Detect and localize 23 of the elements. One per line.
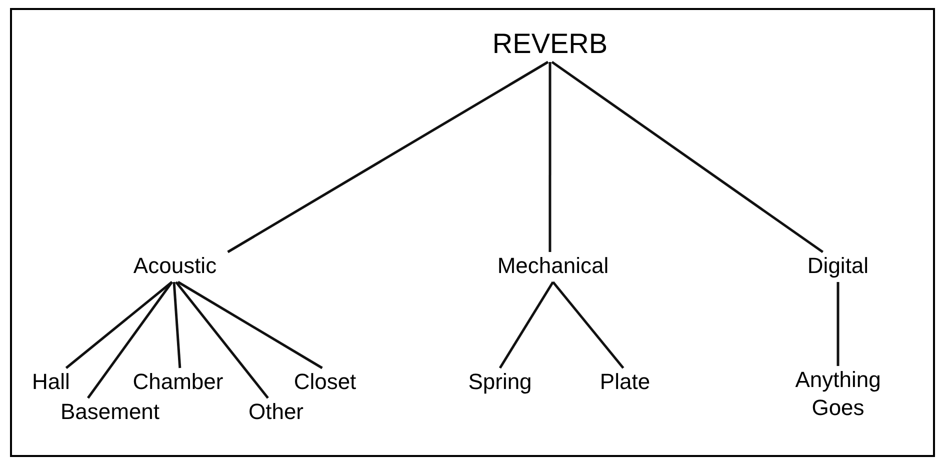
node-label: Acoustic (133, 252, 217, 280)
node-label: Mechanical (497, 252, 609, 280)
connector-line (548, 62, 552, 252)
connector-line (86, 281, 174, 399)
node-label: REVERB (492, 27, 608, 61)
connector-line (175, 281, 269, 399)
node-label: Hall (32, 368, 70, 396)
node-label: Anything Goes (794, 366, 882, 422)
connector-line (836, 282, 840, 366)
node-label: Basement (60, 398, 160, 426)
connector-line (551, 60, 824, 254)
connector-line (177, 280, 323, 370)
connector-line (498, 281, 554, 369)
node-label: Other (248, 398, 304, 426)
node-label: Spring (468, 368, 532, 396)
node-label: Plate (600, 368, 650, 396)
connector-line (552, 281, 624, 369)
node-label: Digital (807, 252, 869, 280)
connector-line (65, 281, 173, 369)
node-label: Closet (294, 368, 356, 396)
connector-line (172, 282, 182, 368)
connector-line (227, 60, 549, 254)
node-label: Chamber (132, 368, 224, 396)
